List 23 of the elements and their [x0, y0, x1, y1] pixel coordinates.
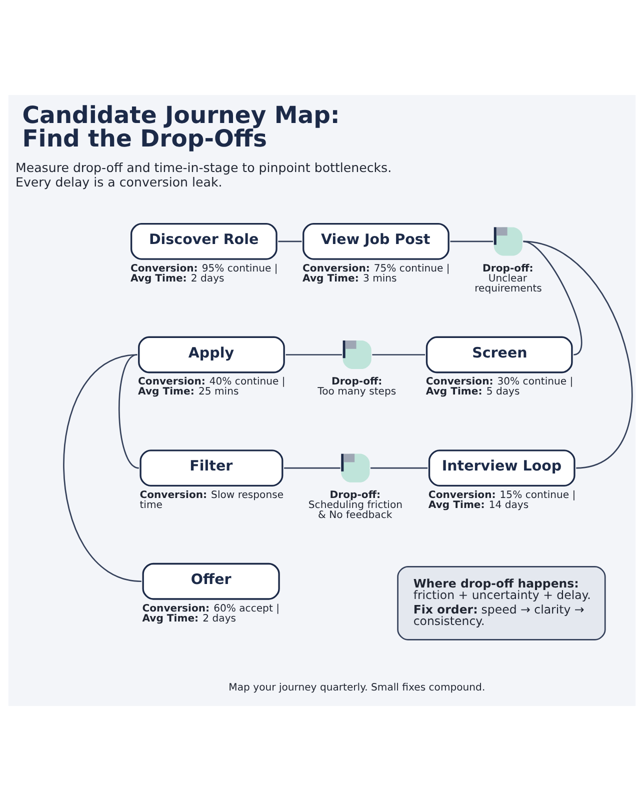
node-label: Drop-off: Scheduling friction & No feedback: [308, 489, 403, 521]
label: Map your journey quarterly. Small fixes compound.: [228, 682, 486, 694]
connector: [63, 354, 142, 582]
node-box: Where drop-off happens: friction + uncertainty + delay. Fix order: speed → clarity → consistency.: [397, 566, 606, 640]
node-label: Drop-off: Too many steps: [318, 376, 396, 398]
connector: [372, 354, 426, 355]
node-label: Conversion: 60% accept | Avg Time: 2 days: [142, 602, 280, 624]
connector: [118, 354, 140, 468]
node-label: Conversion: 40% continue | Avg Time: 25 mins: [138, 376, 286, 398]
node-label: Drop-off: Unclear requirements: [474, 262, 542, 294]
connector: [370, 466, 428, 468]
connector: [523, 240, 632, 468]
node-label: Conversion: Slow response time: [140, 489, 284, 511]
connector: [284, 466, 340, 468]
diagram-title: Candidate Journey Map: Find the Drop-Offs: [22, 100, 340, 152]
node-label: Conversion: 30% continue | Avg Time: 5 days: [426, 376, 574, 398]
node-label: Conversion: 95% continue | Avg Time: 2 days: [130, 262, 278, 284]
connector: [450, 240, 494, 242]
connector: [278, 240, 302, 242]
node-label: Conversion: 75% continue | Avg Time: 3 mins: [302, 262, 450, 284]
node-label: Conversion: 15% continue | Avg Time: 14 days: [428, 489, 576, 511]
label: Measure drop-off and time-in-stage to pinpoint bottlenecks. Every delay is a conversion leak.: [16, 160, 392, 189]
connector: [286, 354, 342, 355]
